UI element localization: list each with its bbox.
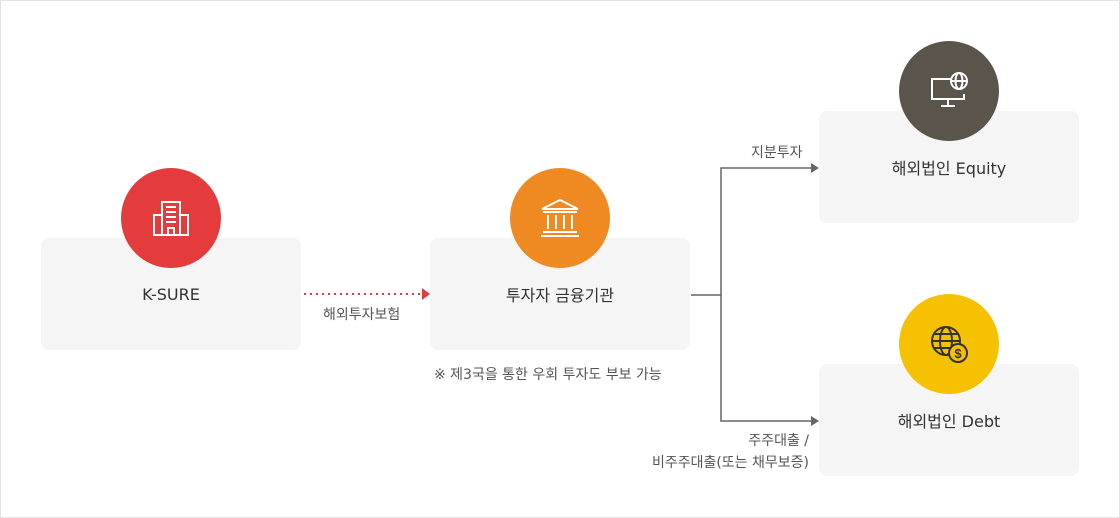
bank-icon [541, 198, 579, 237]
monitor-globe-icon [931, 72, 968, 107]
svg-text:$: $ [954, 346, 962, 361]
insurance-arrowhead [422, 288, 430, 300]
financial-institution-label: 투자자 금융기관 [505, 286, 615, 305]
equity-edge-label: 지분투자 [751, 145, 803, 161]
debt-icon-circle: $ [899, 294, 999, 394]
debt-label: 해외법인 Debt [897, 412, 1001, 431]
ksure-icon-circle [121, 168, 221, 268]
bypass-investment-note: ※ 제3국을 통한 우회 투자도 부보 가능 [434, 367, 662, 383]
financial-institution-icon-circle [510, 168, 610, 268]
debt-arrowhead [811, 416, 819, 426]
debt-edge-label-line1: 주주대출 / [748, 433, 809, 449]
debt-connector [720, 295, 811, 422]
ksure-label: K-SURE [142, 284, 200, 304]
equity-connector [691, 167, 811, 296]
equity-icon-circle [899, 41, 999, 141]
debt-edge-label-line2: 비주주대출(또는 채무보증) [651, 455, 809, 471]
equity-arrowhead [811, 163, 819, 173]
globe-dollar-icon: $ [931, 326, 968, 363]
building-icon [153, 201, 189, 236]
equity-label: 해외법인 Equity [891, 159, 1007, 178]
insurance-edge-label: 해외투자보험 [323, 307, 401, 323]
